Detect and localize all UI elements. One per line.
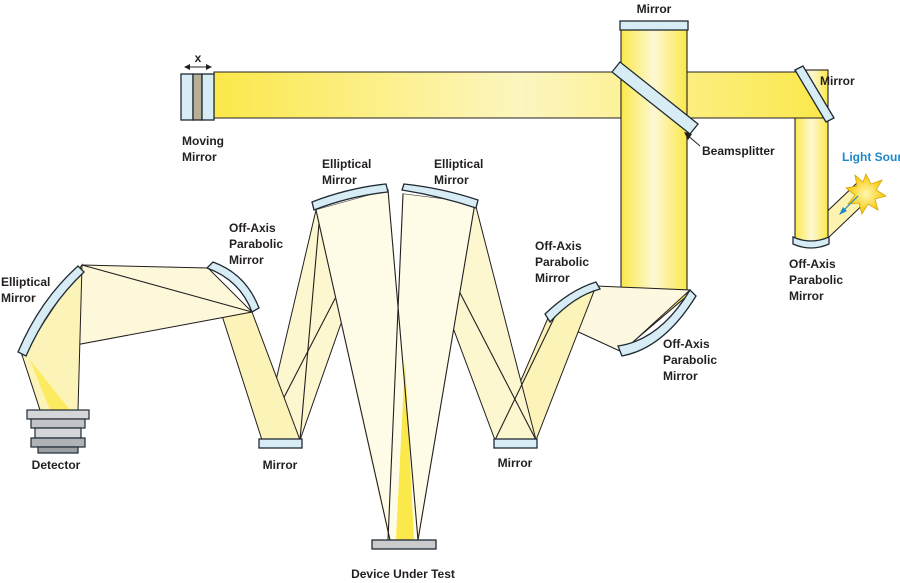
left-elliptical-label-line2: Mirror	[1, 291, 36, 305]
detector	[26, 409, 90, 454]
right-mirror	[794, 65, 835, 123]
center-right-elliptical-label-line1: Elliptical	[434, 157, 483, 171]
top-mirror	[619, 20, 689, 31]
center-right-oap-label-line1: Off-Axis	[535, 239, 582, 253]
left-oap-label-line2: Parabolic	[229, 237, 283, 251]
center-right-parabolic-mirror	[544, 281, 601, 324]
device-under-test-beam	[315, 189, 476, 541]
center-left-elliptical-mirror	[311, 183, 389, 211]
detector-label: Detector	[32, 458, 81, 472]
device-under-test-plate	[371, 539, 437, 550]
moving-mirror	[180, 73, 215, 121]
left-oap-label-line3: Mirror	[229, 253, 264, 267]
center-right-elliptical-label-line2: Mirror	[434, 173, 469, 187]
center-right-oap-label-line3: Mirror	[535, 271, 570, 285]
left-parabolic-mirror	[205, 261, 260, 313]
bottom-left-mirror-label: Mirror	[263, 458, 298, 472]
source-oap-label-line2: Parabolic	[789, 273, 843, 287]
left-elliptical-label-line1: Elliptical	[1, 275, 50, 289]
center-left-elliptical-label-line2: Mirror	[322, 173, 357, 187]
splitter-oap-label-line2: Parabolic	[663, 353, 717, 367]
light-source-label: Light Source	[842, 150, 900, 164]
left-elliptical-mirror	[17, 265, 85, 357]
left-beam-path	[20, 263, 254, 411]
bottom-right-mirror-label: Mirror	[498, 456, 533, 470]
splitter-parabolic-mirror	[617, 288, 697, 357]
bottom-right-mirror	[493, 438, 538, 449]
center-right-oap-label-line2: Parabolic	[535, 255, 589, 269]
beamsplitter-label: Beamsplitter	[702, 144, 775, 158]
beamsplitter	[611, 61, 699, 135]
moving-mirror-label-line1: Moving	[182, 134, 224, 148]
light-source-star	[839, 173, 888, 216]
device-under-test-label: Device Under Test	[351, 567, 455, 581]
left-oap-label-line1: Off-Axis	[229, 221, 276, 235]
center-right-elliptical-mirror	[401, 183, 479, 209]
interferometer-arm-horizontal	[213, 71, 828, 119]
source-oap-label-line3: Mirror	[789, 289, 824, 303]
x-marker-label: x	[195, 51, 202, 65]
right-mirror-label: Mirror	[820, 74, 855, 88]
moving-mirror-label-line2: Mirror	[182, 150, 217, 164]
x-displacement-marker: x	[184, 51, 212, 70]
source-parabolic-mirror	[792, 236, 830, 249]
splitter-oap-label-line3: Mirror	[663, 369, 698, 383]
splitter-oap-label-line1: Off-Axis	[663, 337, 710, 351]
bottom-left-mirror	[258, 438, 303, 449]
source-oap-label-line1: Off-Axis	[789, 257, 836, 271]
center-left-elliptical-label-line1: Elliptical	[322, 157, 371, 171]
top-mirror-label: Mirror	[637, 2, 672, 16]
